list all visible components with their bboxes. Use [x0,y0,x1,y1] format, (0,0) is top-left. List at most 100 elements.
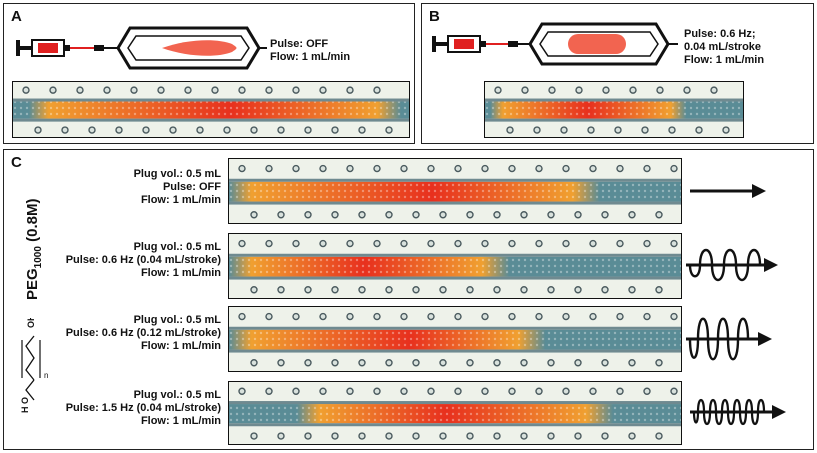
mounting-screw [238,387,246,395]
plug-volume: Plug vol.: 0.5 mL [133,241,221,253]
mounting-screw [575,86,583,94]
tube-wall [485,98,743,102]
mounting-screw [211,86,219,94]
flow-setting: Flow: 1 mL/min [140,267,221,279]
mounting-screw [358,432,366,440]
tube-wall [229,201,681,205]
flow-setting: Flow: 1 mL/min [140,194,221,206]
syringe-icon [432,35,518,53]
mounting-screw [346,312,354,321]
mounting-screw [304,359,312,367]
mounting-screw [574,211,582,219]
svg-text:n: n [44,371,48,380]
mounting-screw [589,164,597,173]
mounting-screw [547,286,555,294]
mounting-screw [562,164,570,173]
mounting-screw [346,164,354,173]
mounting-screw [250,286,258,294]
mounting-screw [61,126,69,134]
mounting-screw [520,432,528,440]
mounting-screw [493,432,501,440]
mounting-screw [506,126,514,134]
mounting-screw [655,359,663,367]
mounting-screw [535,164,543,173]
mounting-screw [304,432,312,440]
mounting-screw [535,387,543,395]
mounting-screw [265,164,273,173]
mounting-screw [643,164,651,173]
tube-wall [229,326,681,330]
mounting-screw [412,359,420,367]
mounting-screw [115,126,123,134]
mounting-screw [373,86,381,94]
tube-photo-b [484,81,744,138]
mounting-screw [250,359,258,367]
tube-wall [485,118,743,122]
mounting-screw [670,312,678,321]
tube-wall [229,276,681,280]
mounting-screw [481,239,489,248]
mounting-screw [265,239,273,248]
mounting-screw [616,312,624,321]
mounting-screw [304,286,312,294]
mounting-screw [629,86,637,94]
tube-wall [229,349,681,353]
mounting-screw [346,239,354,248]
mounting-screw [574,432,582,440]
mounting-screw [319,312,327,321]
peg-label: PEG1000 (0.8M) [24,198,44,300]
mounting-screw [494,86,502,94]
mounting-screw [466,359,474,367]
mounting-screw [547,359,555,367]
mounting-screw [439,286,447,294]
mounting-screw [22,86,30,94]
mounting-screw [722,126,730,134]
mounting-screw [250,432,258,440]
reactor-schematic-b [432,22,678,66]
mounting-screw [385,432,393,440]
mounting-screw [142,126,150,134]
mounting-screw [400,239,408,248]
mounting-screw [358,286,366,294]
mounting-screw [265,312,273,321]
plug-volume: Plug vol.: 0.5 mL [133,314,221,326]
plug-volume: Plug vol.: 0.5 mL [133,168,221,180]
row-4-params: Plug vol.: 0.5 mL Pulse: 1.5 Hz (0.04 mL… [66,389,221,428]
flow-setting: Flow: 1 mL/min [140,340,221,352]
mounting-screw [49,86,57,94]
mounting-screw [250,211,258,219]
mounting-screw [466,432,474,440]
mounting-screw [481,387,489,395]
tube-wall [13,118,409,122]
mounting-screw [130,86,138,94]
mounting-screw [373,312,381,321]
tube-texture [229,181,681,202]
mounting-screw [373,164,381,173]
mounting-screw [670,164,678,173]
mounting-screw [656,86,664,94]
pulse-setting: Pulse: 0.6 Hz (0.12 mL/stroke) [65,327,221,339]
mounting-screw [589,239,597,248]
mounting-screw [400,387,408,395]
mounting-screw [439,359,447,367]
mounting-screw [400,164,408,173]
mounting-screw [547,432,555,440]
tube-photo-row-2 [228,233,682,299]
mounting-screw [292,239,300,248]
row-1-params: Plug vol.: 0.5 mL Pulse: OFF Flow: 1 mL/… [134,168,221,207]
mounting-screw [601,432,609,440]
mounting-screw [589,387,597,395]
mounting-screw [493,286,501,294]
mounting-screw [319,86,327,94]
mounting-screw [601,286,609,294]
mounting-screw [628,286,636,294]
row-3-params: Plug vol.: 0.5 mL Pulse: 0.6 Hz (0.12 mL… [66,314,221,353]
mounting-screw [304,126,312,134]
mounting-screw [277,211,285,219]
mounting-screw [103,86,111,94]
mounting-screw [508,387,516,395]
mounting-screw [466,211,474,219]
mounting-screw [641,126,649,134]
panel-c: C PEG1000 (0.8M) OH n H O Plug vol.: 0.5… [3,149,814,450]
mounting-screw [76,86,84,94]
